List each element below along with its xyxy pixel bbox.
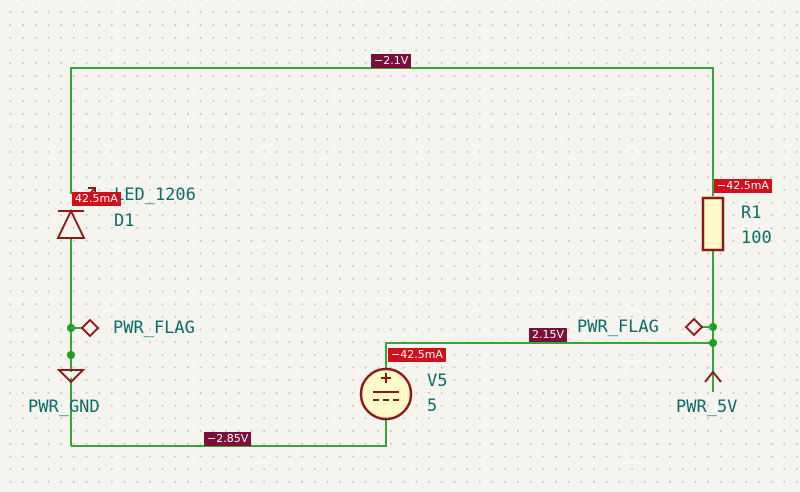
pwr-flag-left-icon[interactable] [71,318,100,338]
pwr-gnd-label[interactable]: PWR_GND [28,397,100,417]
resistor-r1-symbol[interactable] [701,196,725,252]
r1-current-tag: −42.5mA [714,179,772,193]
pwr-flag-right-label[interactable]: PWR_FLAG [577,317,659,337]
r1-ref-label[interactable]: R1 [741,203,762,223]
pwr-flag-right-icon[interactable] [684,317,713,337]
wire-top [70,67,714,196]
pwr-5v-label[interactable]: PWR_5V [676,397,738,417]
wire-bottom [71,418,387,447]
vcc-arrow-icon[interactable] [704,370,722,383]
v5-ref-label[interactable]: V5 [427,371,448,391]
net-voltage-top: −2.1V [371,54,412,68]
d1-current-tag: 42.5mA [72,192,121,206]
voltage-source-v5-symbol[interactable] [359,367,413,421]
pwr-flag-left-label[interactable]: PWR_FLAG [113,318,195,338]
net-voltage-right-mid: 2.15V [529,328,568,342]
wire-right-mid [385,342,713,370]
d1-value-label[interactable]: LED_1206 [114,185,196,205]
wires [70,67,714,447]
junction-dot [709,339,717,347]
gnd-symbol-icon[interactable] [56,369,86,384]
v5-current-tag: −42.5mA [388,348,446,362]
r1-value-label[interactable]: 100 [741,228,772,248]
net-voltage-bottom: −2.85V [204,432,252,446]
v5-value-label[interactable]: 5 [427,396,438,416]
junction-dot [67,351,75,359]
d1-ref-label[interactable]: D1 [114,211,135,231]
